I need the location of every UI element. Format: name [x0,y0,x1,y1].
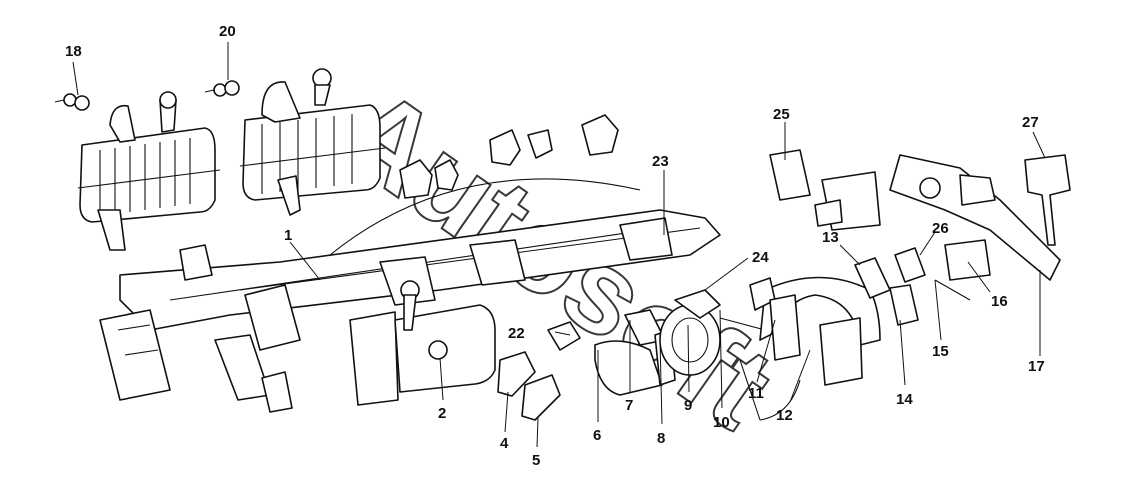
callout-6: 6 [593,427,601,444]
callout-15: 15 [932,343,949,360]
callout-11: 11 [748,385,764,402]
callout-23: 23 [652,153,669,170]
callout-9: 9 [684,397,692,414]
fuel-tank-right [239,68,386,216]
fuel-tank-left [77,91,221,251]
frame-brackets-top [329,114,641,256]
callout-18: 18 [65,43,82,60]
callout-5: 5 [532,452,540,469]
filler-cap-20 [204,80,240,97]
callout-24: 24 [752,249,769,266]
callout-1: 1 [284,227,292,244]
callout-14: 14 [896,391,913,408]
callout-16: 16 [991,293,1008,310]
rear-crossmember-assembly [769,149,1071,326]
filler-cap-18 [54,93,90,111]
callout-10: 10 [713,414,730,431]
chassis-frame [99,209,721,401]
callout-26: 26 [932,220,949,237]
callout-12: 12 [776,407,793,424]
leader-lines [72,42,1046,448]
callout-22: 22 [508,325,525,342]
callout-17: 17 [1028,358,1045,375]
callout-20: 20 [219,23,236,40]
rear-mudguard [739,276,881,421]
callout-7: 7 [625,397,633,414]
callout-4: 4 [500,435,509,452]
callout-8: 8 [657,430,665,447]
battery-box [349,280,496,406]
spare-wheel-carrier [659,289,766,376]
callout-numbers: 18 20 1 2 4 5 6 7 8 9 10 11 12 13 14 15 … [65,23,1045,469]
callout-27: 27 [1022,114,1039,131]
frame-brackets-left [179,244,301,413]
callout-2: 2 [438,405,446,422]
callout-25: 25 [773,106,790,123]
callout-13: 13 [822,229,839,246]
